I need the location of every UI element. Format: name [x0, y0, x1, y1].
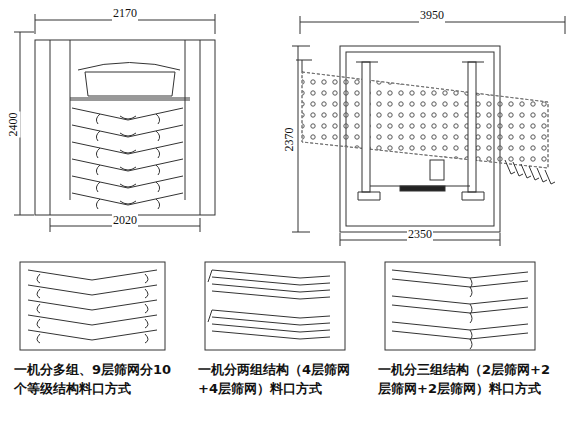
dimension-label: 3950 — [419, 8, 445, 23]
caption-text: 一机分三组结构（2层筛网+2层筛网+2层筛网）料口方式 — [378, 361, 550, 399]
dimension-label: 2170 — [112, 6, 138, 21]
dimension-label: 2400 — [6, 111, 21, 137]
dimension-label: 2350 — [407, 227, 433, 242]
caption-text: 一机分两组结构（4层筛网+4层筛网）料口方式 — [198, 361, 356, 399]
caption-text: 一机分多组、9层筛网分10个等级结构料口方式 — [14, 361, 172, 399]
dimension-label: 2020 — [112, 213, 138, 228]
dimension-label: 2370 — [282, 126, 297, 152]
